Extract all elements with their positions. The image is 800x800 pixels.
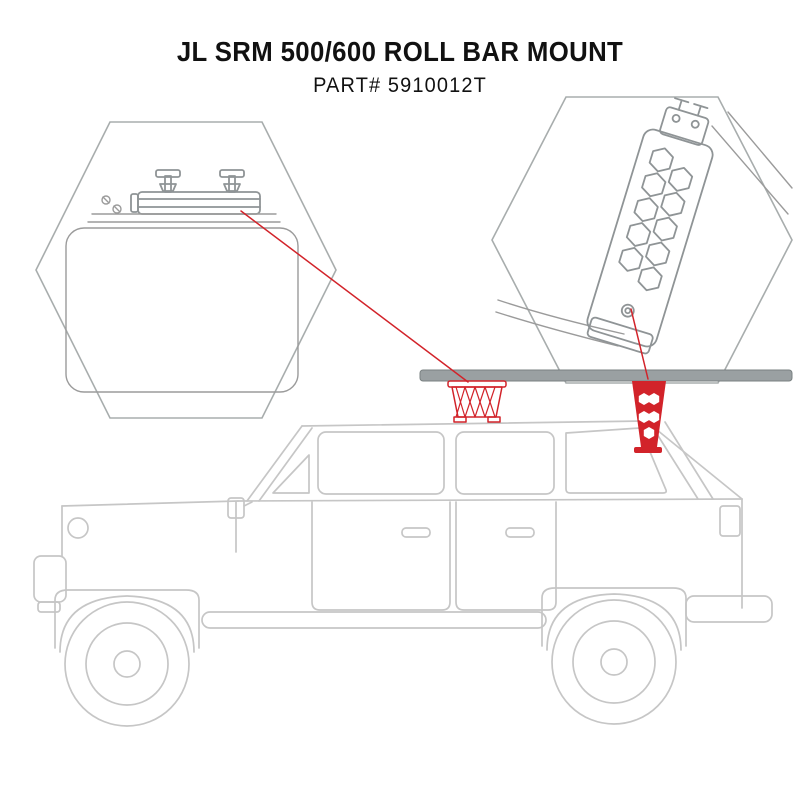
roll-bar-bracket-plate — [586, 97, 714, 355]
page-title: JL SRM 500/600 ROLL BAR MOUNT — [176, 36, 624, 67]
sport-roll-bar — [649, 421, 714, 500]
right-callout-hexagon — [491, 96, 793, 384]
front-mount-leader-line — [240, 210, 469, 383]
left-callout-hexagon — [35, 121, 337, 419]
page-header: JL SRM 500/600 ROLL BAR MOUNT PART# 5910… — [0, 36, 800, 98]
loose-screws — [101, 195, 122, 214]
part-number: PART# 5910012T — [313, 74, 487, 97]
front-mount-highlight — [447, 380, 507, 423]
front-wheel — [64, 601, 190, 727]
rooftop-base-outline — [65, 213, 299, 393]
vehicle-body-reference-lines — [495, 111, 793, 347]
right-detail-callout — [491, 96, 793, 384]
vehicle-body — [33, 420, 773, 653]
roof-rack-crossbar — [419, 369, 793, 382]
rear-wheel — [551, 599, 677, 725]
left-detail-callout — [35, 121, 337, 419]
vehicle-illustration — [33, 420, 773, 727]
leader-lines — [240, 210, 649, 383]
rear-mount-leader-line — [630, 308, 649, 380]
rear-mount-highlight — [632, 381, 666, 453]
rack-rail-mount-plate — [130, 169, 261, 215]
